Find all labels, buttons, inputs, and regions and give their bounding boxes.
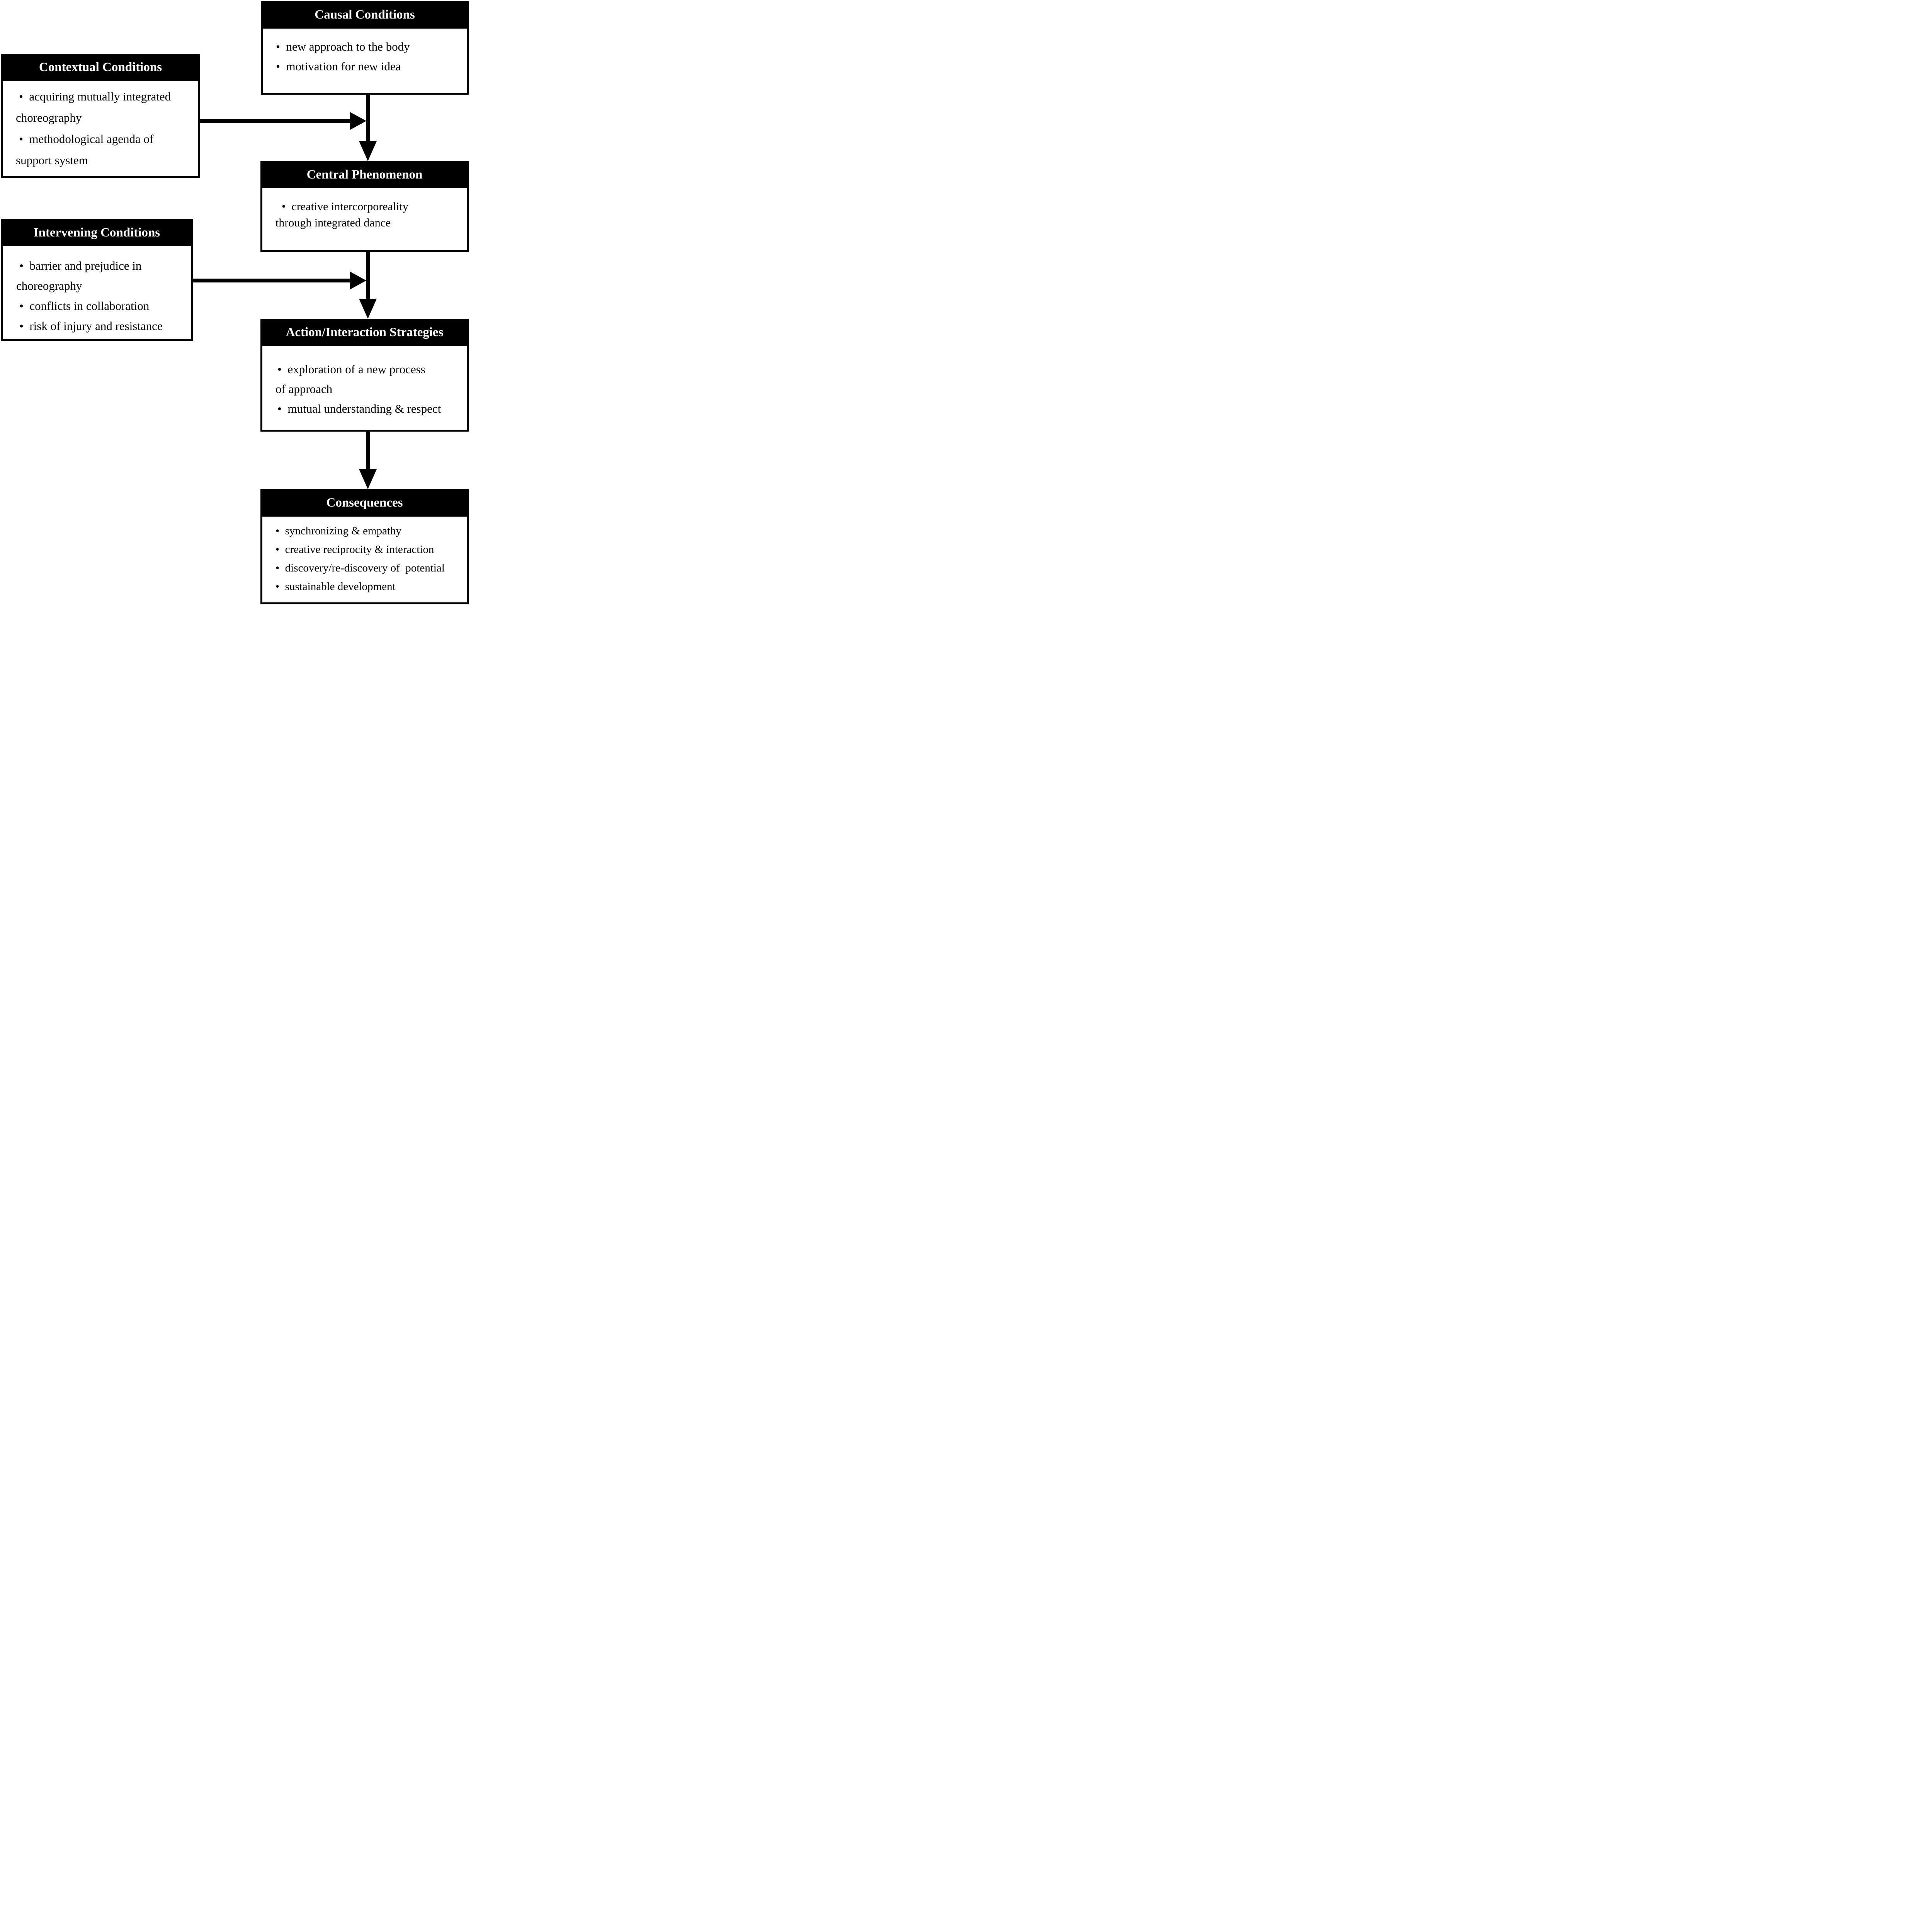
box-action-interaction-strategies-title: Action/Interaction Strategies xyxy=(286,325,444,339)
bullet-item: • exploration of a new process of approa… xyxy=(276,362,425,396)
box-central-phenomenon: Central Phenomenon • creative intercorpo… xyxy=(260,161,469,252)
arrowhead-right-from-intervening xyxy=(350,272,366,289)
bullet-item: • barrier and prejudice in choreography xyxy=(16,259,142,293)
arrow-line-contextual-to-flow xyxy=(199,119,351,123)
bullet-item: • mutual understanding & respect xyxy=(277,402,441,415)
box-central-phenomenon-body: • creative intercorporeality through int… xyxy=(262,188,467,250)
arrowhead-right-from-contextual xyxy=(350,112,366,130)
arrowhead-down-into-consequences xyxy=(359,469,377,489)
box-action-interaction-strategies: Action/Interaction Strategies • explorat… xyxy=(260,319,469,432)
arrowhead-down-into-central xyxy=(359,141,377,161)
bullet-item: • methodological agenda of support syste… xyxy=(16,132,154,167)
box-intervening-conditions-title: Intervening Conditions xyxy=(33,225,160,240)
arrow-line-action-to-consequences xyxy=(366,431,370,471)
box-causal-conditions-title: Causal Conditions xyxy=(315,8,415,22)
arrow-line-causal-to-central xyxy=(366,94,370,143)
bullet-item: • risk of injury and resistance xyxy=(19,319,163,333)
box-central-phenomenon-header: Central Phenomenon xyxy=(260,161,469,188)
box-causal-conditions-header: Causal Conditions xyxy=(261,1,469,29)
box-consequences-header: Consequences xyxy=(260,489,469,517)
box-consequences-body: • synchronizing & empathy • creative rec… xyxy=(262,517,467,602)
box-intervening-conditions-body: • barrier and prejudice in choreography … xyxy=(3,246,191,339)
paradigm-model-diagram: Causal Conditions • new approach to the … xyxy=(0,0,476,617)
bullet-item: • conflicts in collaboration xyxy=(19,299,150,313)
box-causal-conditions: Causal Conditions • new approach to the … xyxy=(261,1,469,95)
box-contextual-conditions-header: Contextual Conditions xyxy=(1,54,200,81)
arrow-line-central-to-action xyxy=(366,251,370,300)
box-consequences-title: Consequences xyxy=(326,496,403,510)
box-intervening-conditions: Intervening Conditions • barrier and pre… xyxy=(1,219,193,341)
box-contextual-conditions: Contextual Conditions • acquiring mutual… xyxy=(1,54,200,178)
box-action-interaction-strategies-body: • exploration of a new process of approa… xyxy=(262,346,467,430)
box-causal-conditions-body: • new approach to the body • motivation … xyxy=(263,29,467,93)
bullet-item: • motivation for new idea xyxy=(276,60,401,73)
box-consequences: Consequences • synchronizing & empathy •… xyxy=(260,489,469,604)
bullet-item: • creative intercorporeality through int… xyxy=(276,200,408,229)
box-intervening-conditions-header: Intervening Conditions xyxy=(1,219,193,246)
bullet-item: • creative reciprocity & interaction xyxy=(276,543,434,556)
bullet-item: • synchronizing & empathy xyxy=(276,525,401,537)
bullet-item: • acquiring mutually integrated choreogr… xyxy=(16,90,171,124)
box-contextual-conditions-title: Contextual Conditions xyxy=(39,60,162,74)
box-action-interaction-strategies-header: Action/Interaction Strategies xyxy=(260,319,469,346)
arrow-line-intervening-to-flow xyxy=(192,279,351,282)
bullet-item: • discovery/re-discovery of potential xyxy=(276,562,445,574)
bullet-item: • new approach to the body xyxy=(276,40,410,53)
arrowhead-down-into-action xyxy=(359,299,377,319)
box-contextual-conditions-body: • acquiring mutually integrated choreogr… xyxy=(3,81,198,176)
box-central-phenomenon-title: Central Phenomenon xyxy=(306,167,423,182)
bullet-item: • sustainable development xyxy=(276,580,396,593)
